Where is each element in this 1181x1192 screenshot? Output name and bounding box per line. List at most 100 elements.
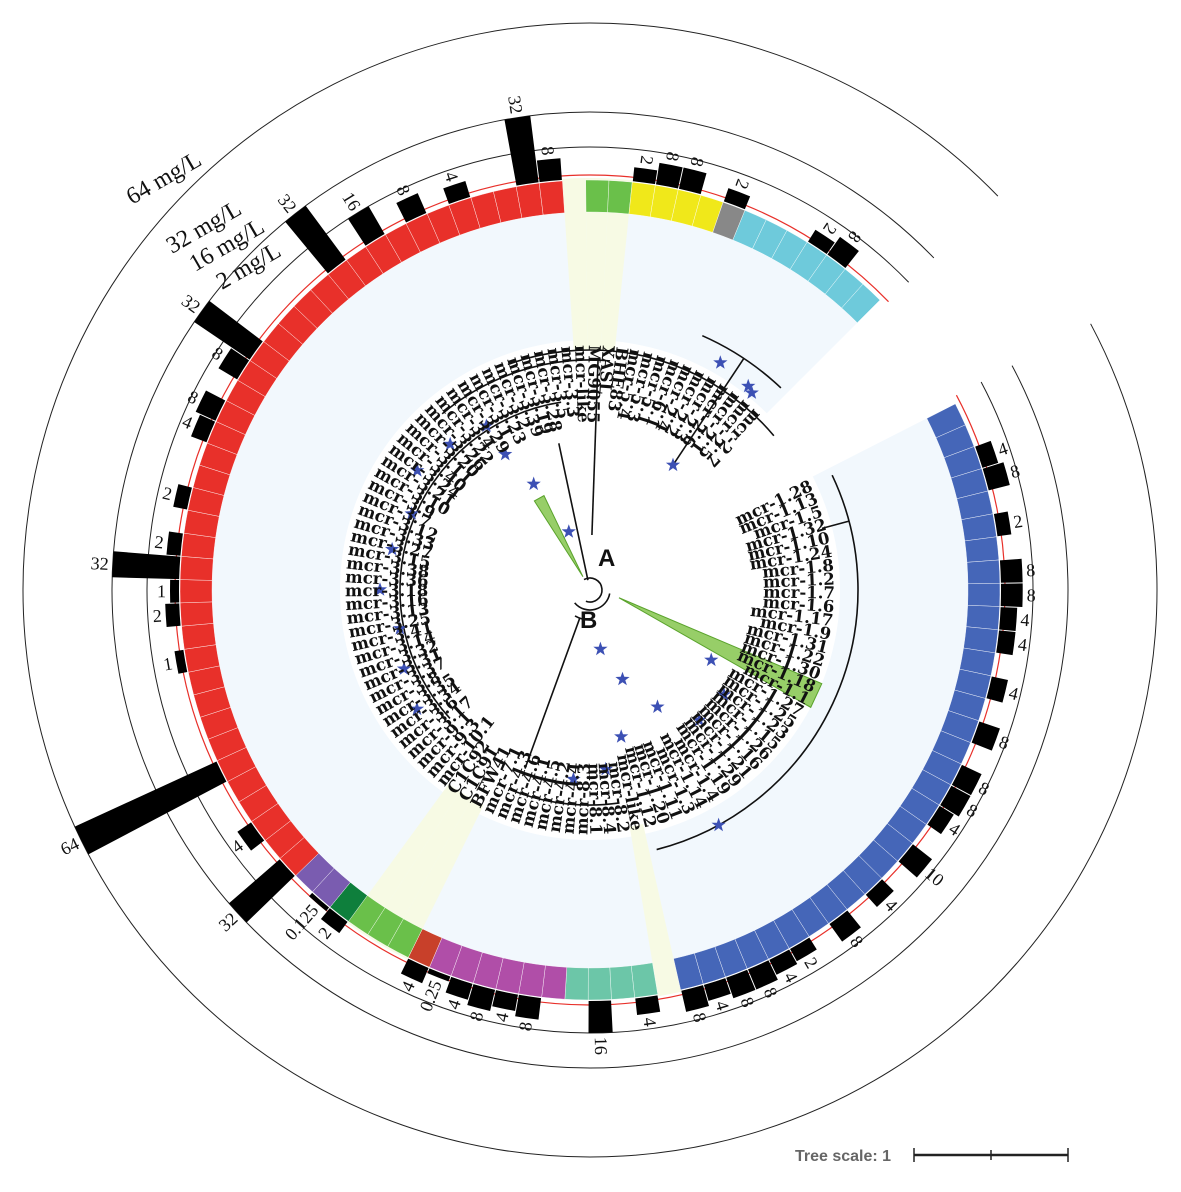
mic-bar: [1000, 583, 1023, 607]
mcr-like-background: [601, 178, 633, 352]
bootstrap-star: [692, 712, 707, 727]
mic-bar: [467, 984, 496, 1012]
mic-bar: [170, 579, 180, 603]
mic-bar: [320, 908, 348, 934]
mic-value-label: 2: [152, 606, 162, 627]
mic-bar: [632, 167, 658, 185]
mic-bar: [898, 844, 933, 878]
bootstrap-star: [711, 817, 726, 832]
mic-bar: [165, 603, 181, 627]
bootstrap-star: [704, 652, 719, 667]
mic-bar: [827, 236, 859, 268]
mic-bar: [999, 558, 1023, 583]
tree-branch: [524, 617, 581, 769]
bootstrap-star: [593, 641, 608, 656]
mic-bar: [237, 822, 265, 851]
color-strip-segment: [585, 179, 610, 213]
collapsed-clade-wedge: [533, 494, 584, 578]
leaf-label: mcr-8.3: [572, 763, 593, 835]
mic-bar: [982, 462, 1010, 491]
tree-branch: [821, 520, 850, 530]
bootstrap-star: [404, 506, 419, 520]
bootstrap-star: [498, 446, 513, 461]
leaf-label: mcr-1.6: [762, 592, 835, 616]
mcr-like-background: [366, 791, 472, 949]
tree-scale-label: Tree scale: 1: [795, 1148, 891, 1165]
leaf-label: mcr-3.36: [345, 567, 429, 590]
bootstrap-star: [443, 436, 458, 451]
tree-branch: [558, 443, 589, 581]
tree-branches: [372, 334, 859, 851]
bootstrap-star: [392, 621, 407, 635]
collapsed-clade-wedge: [618, 597, 823, 709]
mic-value-label: 8: [1026, 560, 1036, 580]
mic-value-label: 2: [636, 154, 657, 166]
tree-branch: [441, 359, 611, 415]
mic-bar: [174, 649, 188, 674]
mic-bar: [678, 167, 707, 195]
mic-bar: [218, 348, 250, 380]
mic-bar: [726, 969, 756, 999]
mic-bar: [285, 205, 346, 274]
bootstrap-star: [744, 385, 759, 399]
mic-value-label: 4: [1017, 634, 1028, 655]
leaf-label: mcr-3.16: [345, 590, 429, 614]
mic-bar: [427, 968, 451, 982]
bootstrap-star: [713, 355, 728, 369]
color-strip-segment: [541, 965, 568, 1000]
bootstrap-star: [615, 671, 630, 686]
mic-bar: [927, 805, 954, 835]
leaf-label: XASL: [595, 345, 618, 395]
mic-value-label: 32: [504, 94, 527, 115]
mic-bar: [74, 761, 227, 855]
bootstrap-star: [409, 701, 425, 716]
mic-bar: [971, 721, 1000, 751]
mic-bar: [681, 985, 710, 1012]
mic-value-label: 8: [1008, 461, 1022, 483]
mic-value-label: 8: [515, 1021, 536, 1033]
bootstrap-star: [598, 761, 613, 776]
mic-bar: [173, 484, 192, 510]
bootstrap-star: [741, 378, 756, 393]
clade-a-label: A: [598, 545, 615, 572]
color-strip-segment: [967, 583, 1001, 607]
mic-bar: [986, 676, 1008, 703]
mic-bar: [993, 511, 1012, 537]
clade-b-label: B: [580, 607, 597, 634]
tree-branch: [672, 358, 745, 466]
mic-value-label: 4: [491, 1011, 512, 1024]
mic-value-label: 16: [591, 1037, 611, 1055]
color-strip-segment: [538, 180, 565, 216]
mic-value-label: 4: [397, 978, 419, 995]
tree-branch: [591, 360, 599, 536]
mic-bar: [309, 892, 330, 912]
mic-value-label: 8: [737, 994, 759, 1010]
color-strip-segment: [179, 601, 214, 627]
mic-value-label: 4: [1007, 683, 1020, 705]
tree-branch: [574, 615, 593, 621]
mic-value-label: 8: [686, 155, 708, 169]
mic-value-label: 0.25: [416, 978, 446, 1015]
mic-bar: [588, 1000, 613, 1033]
mic-value-label: 8: [760, 984, 782, 1000]
bootstrap-star: [385, 541, 400, 556]
mic-value-label: 8: [996, 732, 1011, 754]
mic-bar: [191, 414, 216, 443]
mic-bar: [865, 879, 894, 907]
mic-value-label: 1: [162, 653, 174, 674]
mic-bar: [112, 551, 181, 580]
inner-background: [180, 180, 1001, 1001]
mic-value-label: 2: [731, 176, 753, 191]
mic-value-label: 8: [662, 150, 683, 163]
color-strip-segment: [179, 579, 213, 604]
leaf-label: mcr-1.2: [763, 570, 836, 592]
mic-bar: [194, 300, 263, 360]
mic-bar: [747, 960, 778, 990]
mic-bar: [723, 188, 751, 210]
mcr-like-background: [585, 177, 610, 351]
color-strip-segment: [607, 180, 633, 215]
mcr-like-background: [562, 178, 588, 351]
leaf-label: mcr-8.1: [585, 763, 606, 835]
bootstrap-star: [410, 463, 425, 477]
mic-bar: [996, 630, 1016, 656]
